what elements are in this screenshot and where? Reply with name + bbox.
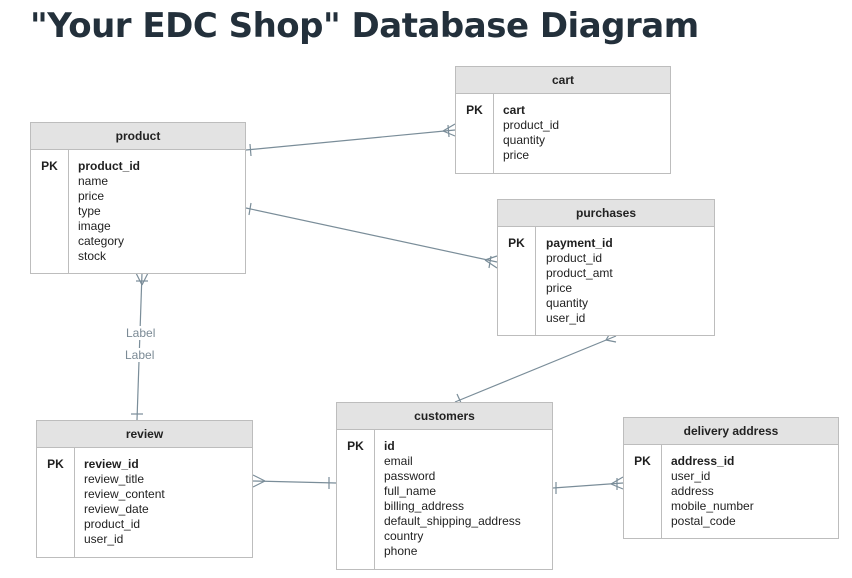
field: product_amt [546,266,613,280]
field: address [671,484,714,498]
field: billing_address [384,499,465,513]
relationship-label: Label [125,326,157,340]
relationship-label: Label [124,348,156,362]
field: product_id [78,159,140,173]
rel-product-cart [245,123,456,157]
field: price [78,189,105,203]
field-list: product_id name price type image categor… [78,159,140,264]
pk-label: PK [347,439,364,453]
field: postal_code [671,514,736,528]
pk-label: PK [41,159,58,173]
entity-header: delivery address [624,418,838,445]
field-list: cart product_id quantity price [503,103,559,163]
field: name [78,174,109,188]
field: address_id [671,454,735,468]
field: price [503,148,530,162]
entity-customers[interactable]: customers PK id email password full_name… [336,402,553,570]
rel-review-customers [252,474,337,489]
field: id [384,439,395,453]
entity-header: purchases [498,200,714,227]
field: country [384,529,424,543]
field: type [78,204,101,218]
field: default_shipping_address [384,514,521,528]
field: password [384,469,436,483]
entity-product[interactable]: product PK product_id name price type im… [30,122,246,274]
field: image [78,219,111,233]
field: stock [78,249,107,263]
field: review_title [84,472,145,486]
rel-product-review [131,272,149,421]
field: product_id [503,118,560,132]
field: cart [503,103,526,117]
field: phone [384,544,418,558]
entity-review[interactable]: review PK review_id review_title review_… [36,420,253,558]
entity-header: review [37,421,252,448]
field: review_content [84,487,165,501]
pk-label: PK [508,236,525,250]
field: price [546,281,573,295]
rel-customers-delivery [552,476,624,494]
pk-label: PK [466,103,483,117]
field: quantity [503,133,546,147]
entity-cart[interactable]: cart PK cart product_id quantity price [455,66,671,174]
field: payment_id [546,236,613,250]
entity-purchases[interactable]: purchases PK payment_id product_id produ… [497,199,715,336]
field: review_id [84,457,139,471]
field: product_id [546,251,603,265]
field: review_date [84,502,149,516]
field-list: id email password full_name billing_addr… [384,439,521,559]
entity-header: product [31,123,245,150]
field: user_id [671,469,711,483]
field-list: review_id review_title review_content re… [84,457,165,547]
rel-product-purchases [245,202,498,269]
field: user_id [84,532,124,546]
field-list: payment_id product_id product_amt price … [546,236,613,326]
pk-label: PK [47,457,64,471]
field: mobile_number [671,499,754,513]
entity-header: cart [456,67,670,94]
field: user_id [546,311,586,325]
diagram-title: "Your EDC Shop" Database Diagram [30,6,699,46]
entity-delivery-address[interactable]: delivery address PK address_id user_id a… [623,417,839,539]
entity-header: customers [337,403,552,430]
field: full_name [384,484,437,498]
pk-label: PK [634,454,651,468]
field: quantity [546,296,589,310]
rel-purchases-customers [454,329,617,406]
field: product_id [84,517,141,531]
field: category [78,234,125,248]
field-list: address_id user_id address mobile_number… [671,454,754,529]
field: email [384,454,413,468]
